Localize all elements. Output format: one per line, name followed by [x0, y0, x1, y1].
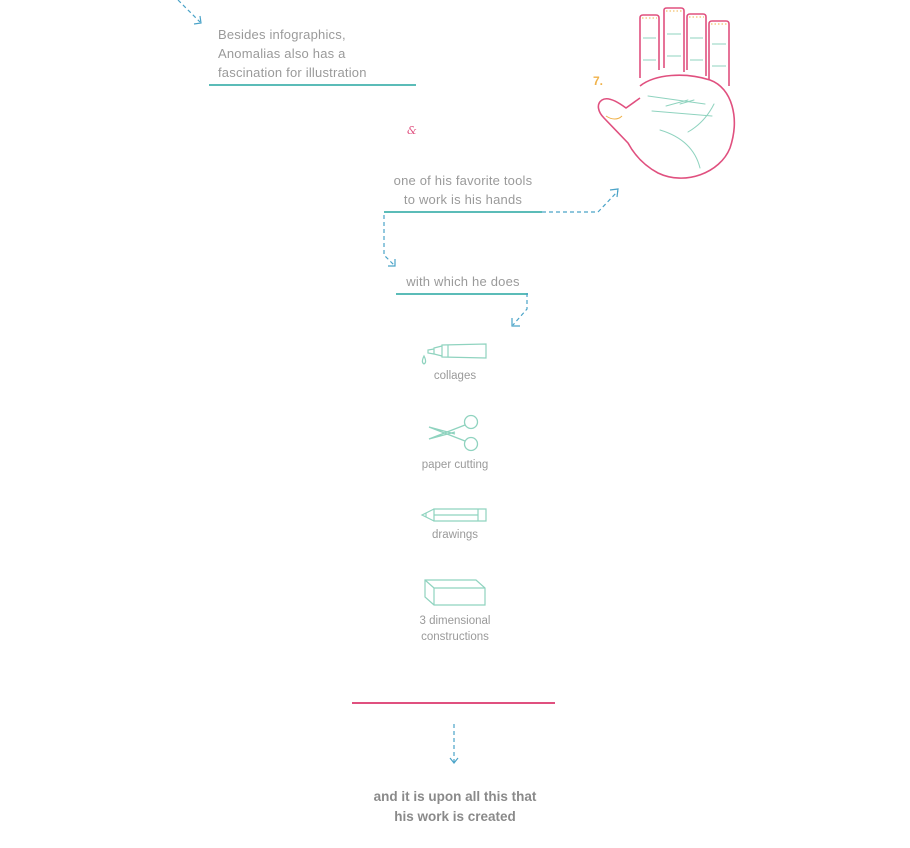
scissors-icon — [428, 414, 479, 452]
with-which-text: with which he does — [406, 274, 520, 289]
conclusion-line-1: and it is upon all this that — [373, 789, 537, 804]
intro-line-2: Anomalias also has a — [218, 46, 346, 61]
tools-underline — [384, 211, 542, 213]
pencil-icon — [420, 508, 487, 522]
box-icon — [424, 579, 486, 606]
constructions-label: 3 dimensional constructions — [390, 613, 520, 645]
tools-text: one of his favorite tools to work is his… — [370, 171, 556, 209]
intro-underline — [209, 84, 416, 86]
tools-line-1: one of his favorite tools — [393, 173, 533, 188]
dashed-arrow-down — [383, 215, 396, 267]
bottom-dashed-arrow — [449, 724, 459, 764]
paper-cutting-label: paper cutting — [421, 459, 489, 471]
constructions-line-2: constructions — [421, 631, 489, 643]
conclusion-text: and it is upon all this that his work is… — [335, 787, 575, 827]
with-which-underline — [396, 293, 528, 295]
intro-text: Besides infographics, Anomalias also has… — [218, 25, 438, 82]
hand-icon — [597, 7, 736, 179]
ampersand: & — [407, 124, 417, 137]
drawings-label: drawings — [431, 529, 479, 541]
dashed-arrow-to-hand — [542, 188, 619, 213]
tools-line-2: to work is his hands — [403, 192, 523, 207]
collages-label: collages — [433, 370, 477, 382]
top-dashed-arrow — [177, 0, 202, 25]
conclusion-line-2: his work is created — [394, 809, 516, 824]
constructions-line-1: 3 dimensional — [419, 615, 491, 627]
pink-divider — [352, 702, 555, 704]
dashed-arrow-to-items — [511, 293, 528, 327]
intro-line-1: Besides infographics, — [218, 27, 346, 42]
intro-line-3: fascination for illustration — [218, 65, 367, 80]
glue-tube-icon — [421, 343, 487, 365]
hand-number: 7. — [593, 74, 604, 88]
